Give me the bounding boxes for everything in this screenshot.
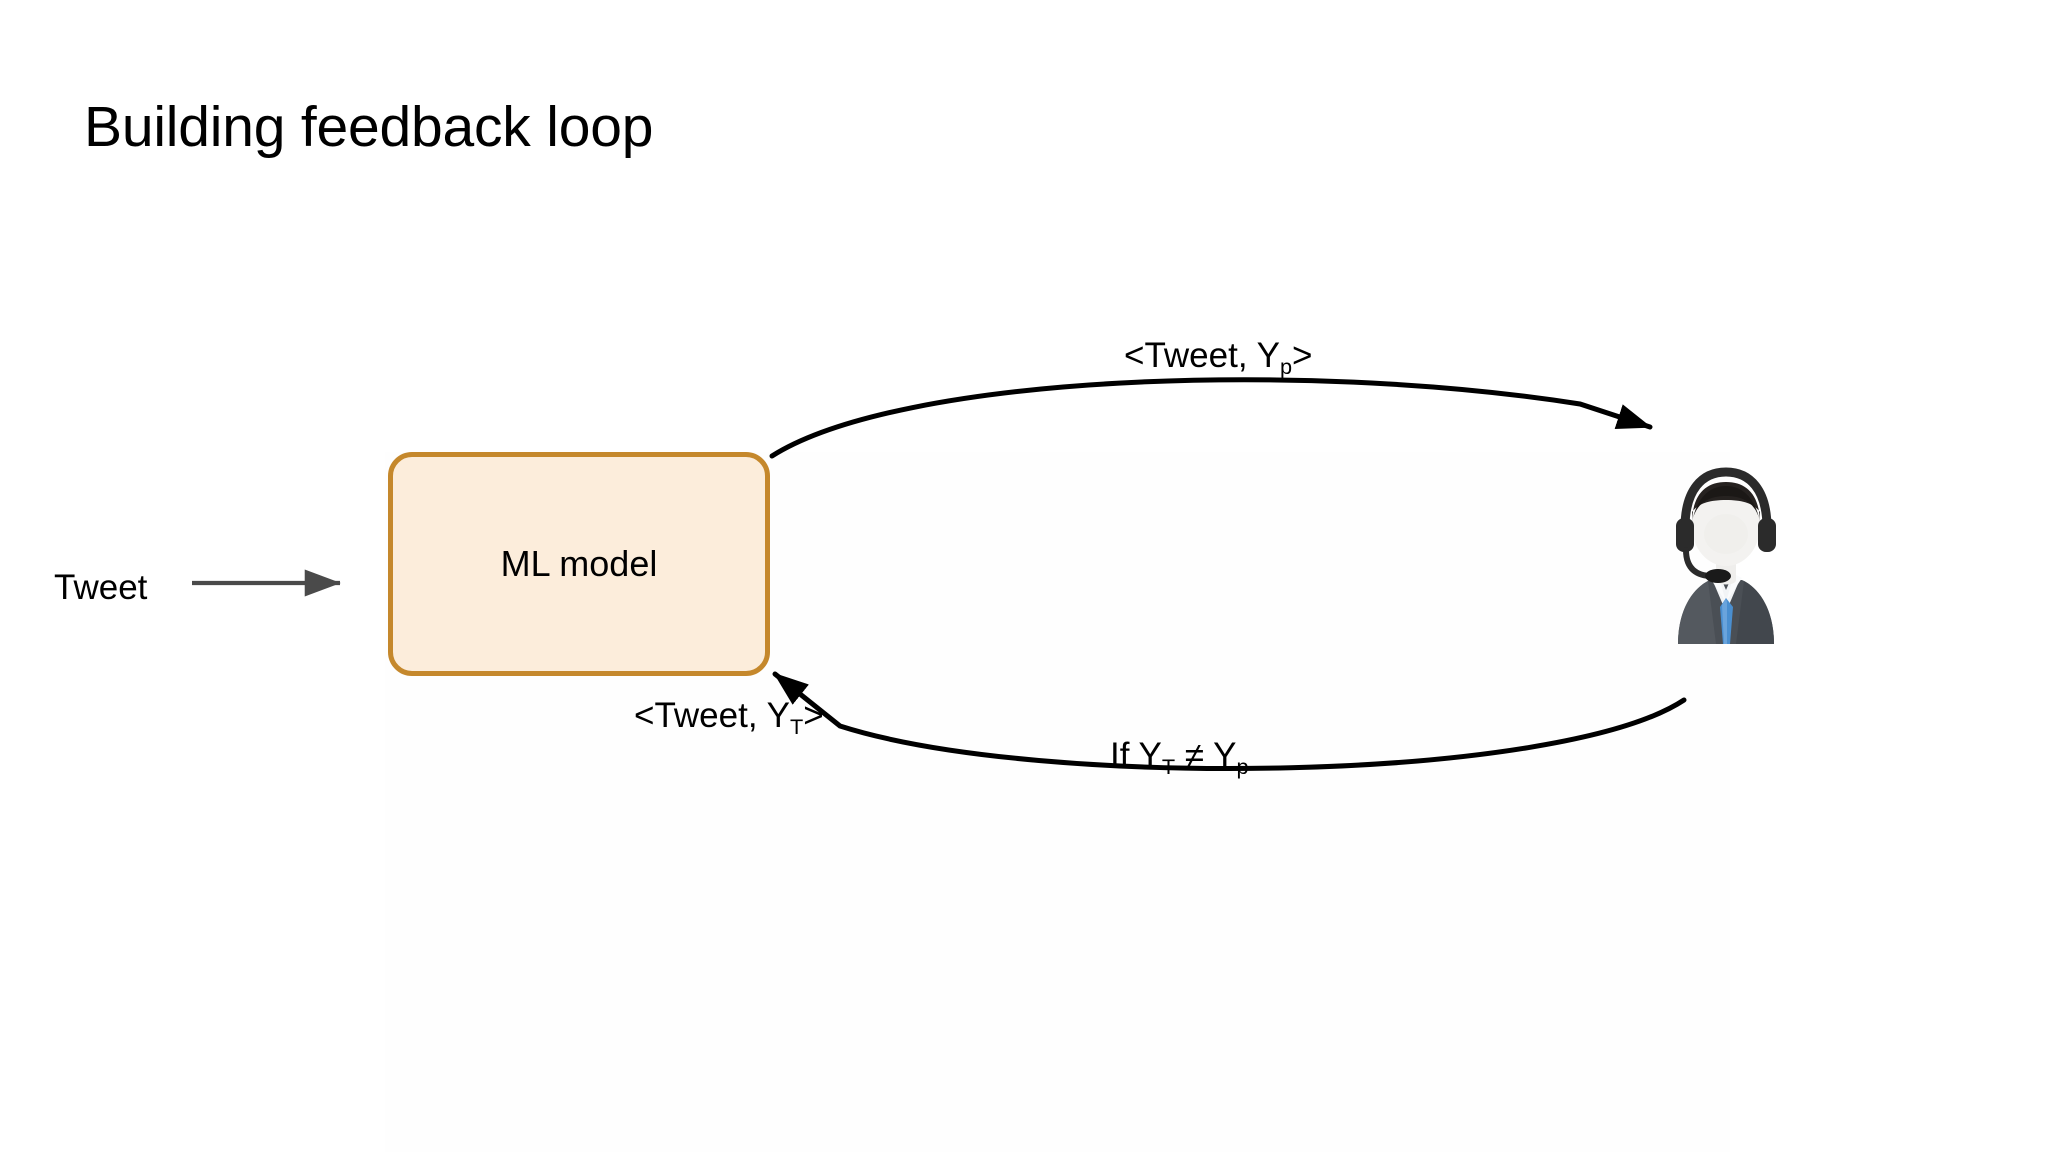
prediction-arrow — [769, 377, 1653, 459]
label-correction-edge: <Tweet, YT> — [634, 696, 824, 739]
condition-sub-left: T — [1161, 753, 1176, 779]
node-human-annotator[interactable] — [1658, 452, 1794, 644]
label-correction-sub: T — [789, 713, 804, 739]
label-correction-base: <Tweet, Y — [634, 696, 790, 735]
label-prediction-edge: <Tweet, Yp> — [1124, 336, 1313, 379]
label-prediction-sub: p — [1279, 353, 1293, 379]
condition-prefix: If Y — [1110, 736, 1162, 775]
label-tweet-input: Tweet — [54, 568, 148, 607]
node-ml-model-label: ML model — [500, 543, 658, 584]
label-prediction-base: <Tweet, Y — [1124, 336, 1280, 375]
page-title: Building feedback loop — [84, 95, 654, 159]
label-prediction-tail: > — [1292, 336, 1313, 375]
node-ml-model[interactable]: ML model — [388, 452, 770, 676]
condition-operator: ≠ Y — [1175, 736, 1237, 775]
label-condition: If YT ≠ Yp — [1110, 736, 1249, 779]
support-agent-headset-icon — [1676, 467, 1776, 644]
label-correction-tail: > — [803, 696, 824, 735]
condition-sub-right: p — [1236, 753, 1249, 779]
